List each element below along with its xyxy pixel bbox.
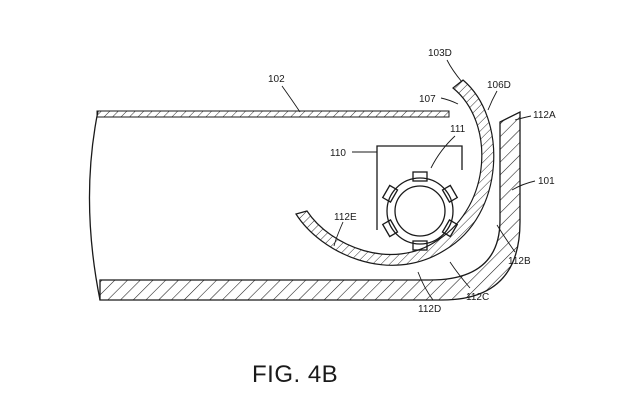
flexible-band (295, 79, 495, 266)
label-111: 111 (450, 124, 466, 135)
label-112b: 112B (508, 256, 531, 267)
label-112e: 112E (334, 212, 357, 223)
figure-caption: FIG. 4B (252, 361, 338, 388)
roller-gear-111 (381, 171, 459, 251)
label-102: 102 (268, 74, 285, 85)
label-112c: 112C (466, 292, 489, 303)
label-101: 101 (538, 176, 555, 187)
label-110: 110 (330, 148, 346, 159)
leader-lines (281, 59, 536, 301)
bracket-110 (376, 145, 463, 230)
device-left-edge (88, 110, 101, 301)
label-112d: 112D (418, 304, 441, 315)
label-103d: 103D (428, 48, 452, 59)
label-106d: 106D (487, 80, 511, 91)
label-107: 107 (419, 94, 436, 105)
cover-layer-102 (96, 110, 450, 118)
label-112a: 112A (533, 110, 556, 121)
housing-101 (99, 110, 521, 301)
